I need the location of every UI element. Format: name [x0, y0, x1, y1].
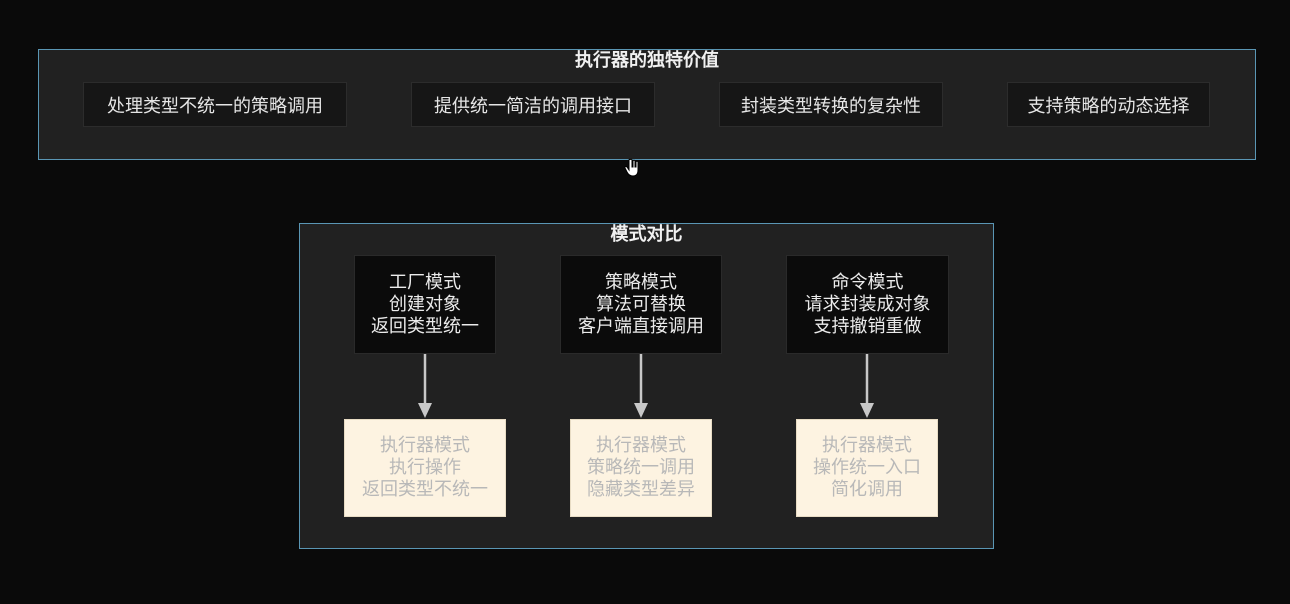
- pattern-node-line: 策略模式: [605, 271, 677, 293]
- executor-node-line: 返回类型不统一: [362, 479, 488, 500]
- executor-node-line: 执行操作: [389, 457, 461, 478]
- pattern-node-line: 命令模式: [831, 271, 904, 293]
- value-item-2: 提供统一简洁的调用接口: [411, 82, 655, 127]
- compare-cluster-title: 模式对比: [610, 224, 683, 245]
- executor-node-line: 策略统一调用: [587, 457, 695, 478]
- executor-node-3: 执行器模式 操作统一入口 简化调用: [796, 419, 938, 517]
- edge-strategy-to-executor: [634, 354, 648, 418]
- pattern-node-line: 请求封装成对象: [804, 293, 931, 315]
- edge-command-to-executor: [860, 354, 874, 418]
- value-cluster-title: 执行器的独特价值: [575, 50, 719, 71]
- pattern-node-line: 客户端直接调用: [578, 315, 704, 337]
- pattern-node-factory: 工厂模式 创建对象 返回类型统一: [354, 255, 496, 354]
- pattern-node-line: 算法可替换: [596, 293, 686, 315]
- value-item-3: 封装类型转换的复杂性: [719, 82, 943, 127]
- executor-node-line: 执行器模式: [596, 435, 686, 456]
- pattern-node-line: 创建对象: [389, 293, 461, 315]
- pattern-node-line: 支持撤销重做: [813, 315, 922, 337]
- executor-node-line: 操作统一入口: [813, 457, 921, 478]
- executor-node-2: 执行器模式 策略统一调用 隐藏类型差异: [570, 419, 712, 517]
- executor-node-line: 简化调用: [831, 479, 903, 500]
- value-item-1: 处理类型不统一的策略调用: [83, 82, 347, 127]
- executor-node-line: 执行器模式: [380, 435, 470, 456]
- value-item-4: 支持策略的动态选择: [1007, 82, 1210, 127]
- executor-node-1: 执行器模式 执行操作 返回类型不统一: [344, 419, 506, 517]
- executor-node-line: 执行器模式: [822, 435, 912, 456]
- executor-node-line: 隐藏类型差异: [587, 479, 695, 500]
- pattern-node-line: 返回类型统一: [371, 315, 479, 337]
- edge-factory-to-executor: [418, 354, 432, 418]
- pattern-node-command: 命令模式 请求封装成对象 支持撤销重做: [786, 255, 949, 354]
- pattern-node-strategy: 策略模式 算法可替换 客户端直接调用: [560, 255, 722, 354]
- hand-pointer-icon: [624, 158, 639, 177]
- pattern-node-line: 工厂模式: [389, 271, 461, 293]
